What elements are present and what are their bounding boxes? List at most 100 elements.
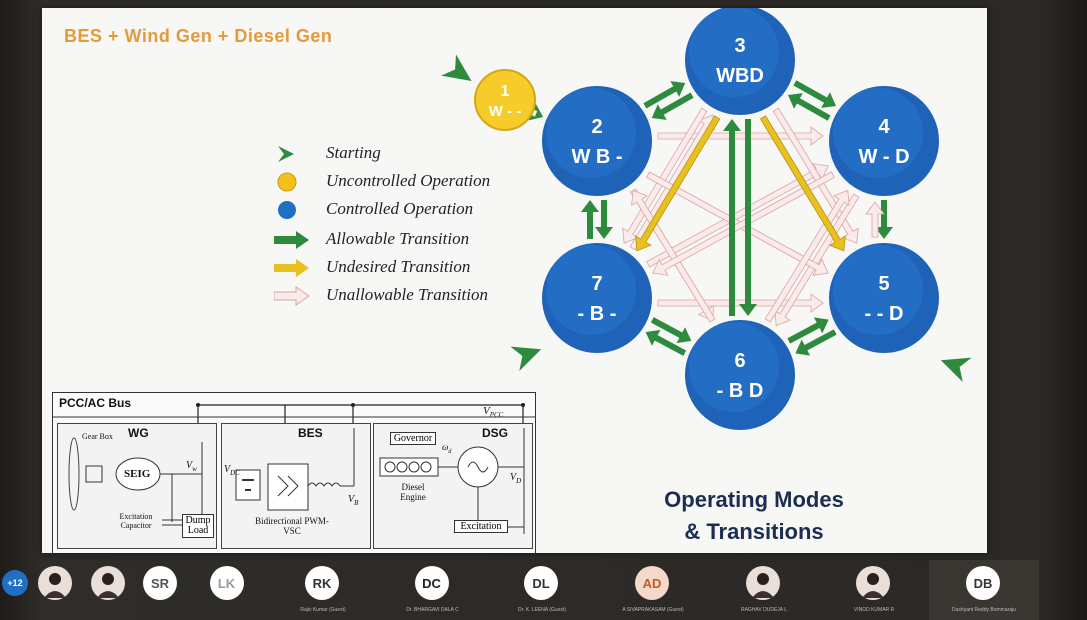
vw-label: Vw (186, 460, 197, 473)
unallowable-transition-arrow (865, 201, 885, 238)
legend-label: Allowable Transition (326, 229, 470, 248)
legend-label: Undesired Transition (326, 257, 471, 276)
legend-item-controlled: Controlled Operation (274, 198, 534, 222)
bes-block: BES VDC VB Bidirectional PWM-VSC (221, 423, 371, 549)
allowable-transition-arrow (650, 317, 692, 344)
allowable-transition-arrow (795, 329, 837, 356)
avatar: SR (143, 566, 177, 600)
slide-title: BES + Wind Gen + Diesel Gen (64, 26, 333, 46)
avatar: DL (524, 566, 558, 600)
bus-label: PCC/AC Bus (59, 396, 132, 410)
caption-line-2: & Transitions (684, 519, 824, 544)
mode-node-5: 5 - - D (829, 243, 939, 353)
node-number: 5 (878, 273, 889, 295)
participant-name: Rajiv Kumar (Guest) (300, 607, 346, 613)
allowable-transition-arrow (643, 81, 686, 109)
governor-label: Governor (390, 432, 436, 445)
circuit-schematic: PCC/AC Bus VPCC WG (52, 392, 536, 553)
allowable-transition-arrow (793, 80, 837, 108)
node-mode-code: - B D (717, 380, 764, 402)
starting-chevron-icon (940, 357, 972, 383)
yellow-circle-icon (277, 172, 297, 192)
node-number: 6 (734, 350, 745, 372)
diagram-caption: Operating Modes & Transitions (634, 484, 874, 548)
allowable-transition-arrow (651, 92, 694, 120)
wg-block: WG Gear Box SEIG Vw Excitation Capacitor… (57, 423, 217, 549)
dsg-block: DSG Governor ωd Diesel Eng (373, 423, 533, 549)
wg-title: WG (128, 426, 149, 440)
legend-item-allowable: Allowable Transition (274, 228, 534, 252)
bes-title: BES (298, 426, 323, 440)
participant-tile[interactable]: SR (135, 560, 187, 620)
undesired-transition-arrow (759, 115, 846, 252)
participant-name: Dr. BHARGAVI DALA C (406, 607, 459, 613)
participant-tile[interactable]: DL Dr. K. LEENA (Guest) (487, 560, 597, 620)
participant-name: Dr. K. LEENA (Guest) (517, 607, 567, 613)
vpcc-label: VPCC (483, 405, 504, 420)
node-number: 3 (734, 35, 745, 57)
participant-tile[interactable]: RAGHAV DUDEJA L (709, 560, 819, 620)
allowable-transition-arrow (875, 200, 893, 239)
participant-name: A SIVAPRAKASAM (Guest) (622, 607, 684, 613)
mode-node-2: 2W B - (542, 86, 652, 196)
seig-label: SEIG (124, 468, 151, 480)
participant-tile[interactable]: RK Rajiv Kumar (Guest) (268, 560, 378, 620)
avatar-photo (38, 566, 72, 600)
avatar: +12 (2, 570, 28, 596)
vd-label: VD (510, 472, 522, 485)
legend-item-uncontrolled: Uncontrolled Operation (274, 170, 534, 194)
legend-item-unallowable: Unallowable Transition (274, 284, 534, 308)
avatar-photo (746, 566, 780, 600)
node-number: 1 (501, 83, 510, 100)
diesel-engine-label: Diesel Engine (400, 482, 426, 502)
dsg-drawing (379, 428, 525, 534)
starting-chevron-icon (510, 346, 542, 372)
participant-tile[interactable] (30, 560, 82, 620)
avatar-photo (90, 566, 125, 600)
allowable-transition-arrow (645, 329, 687, 356)
gear-box-label: Gear Box (82, 432, 113, 441)
dsg-title: DSG (482, 426, 509, 440)
pink-arrow-icon (274, 286, 310, 306)
vb-label: VB (348, 494, 359, 507)
avatar-photo (856, 566, 890, 600)
node-number: 7 (591, 273, 602, 295)
allowable-transition-arrow (787, 317, 829, 344)
node-mode-code: - - D (865, 303, 904, 325)
transition-edges (441, 54, 972, 383)
allowable-transition-arrow (739, 119, 757, 316)
node-mode-code: WBD (716, 65, 764, 87)
allowable-transition-arrow (528, 103, 544, 121)
bes-drawing (235, 428, 355, 511)
avatar: RK (305, 566, 339, 600)
green-arrow-icon (274, 231, 309, 249)
participant-tile[interactable] (82, 560, 135, 620)
participant-name: Dushyant Reddy Bommaraju (952, 607, 1016, 613)
legend-label: Starting (326, 143, 381, 162)
excitation-label: Excitation (454, 520, 508, 533)
participant-name: RAGHAV DUDEJA L (740, 607, 788, 613)
legend-item-starting: Starting (274, 142, 534, 166)
unallowable-transition-arrow (657, 293, 824, 313)
node-number: 4 (878, 116, 890, 138)
legend-item-undesired: Undesired Transition (274, 256, 534, 280)
node-mode-code: W B - (571, 146, 622, 168)
wg-drawing (68, 437, 203, 532)
mode-node-4: 4 W - D (829, 86, 939, 196)
participant-tile[interactable]: LK (187, 560, 268, 620)
node-mode-code: W - D (858, 146, 909, 168)
node-mode-code: - B - (578, 303, 617, 325)
participant-tile[interactable]: +12 (0, 560, 30, 620)
bus-wiring (53, 403, 535, 427)
participant-tile[interactable]: VINOD KUMAR R (819, 560, 929, 620)
blue-circle-icon (278, 201, 296, 219)
vdc-label: VDC (224, 464, 240, 477)
avatar: LK (209, 566, 244, 600)
allowable-transition-arrow (581, 200, 599, 239)
